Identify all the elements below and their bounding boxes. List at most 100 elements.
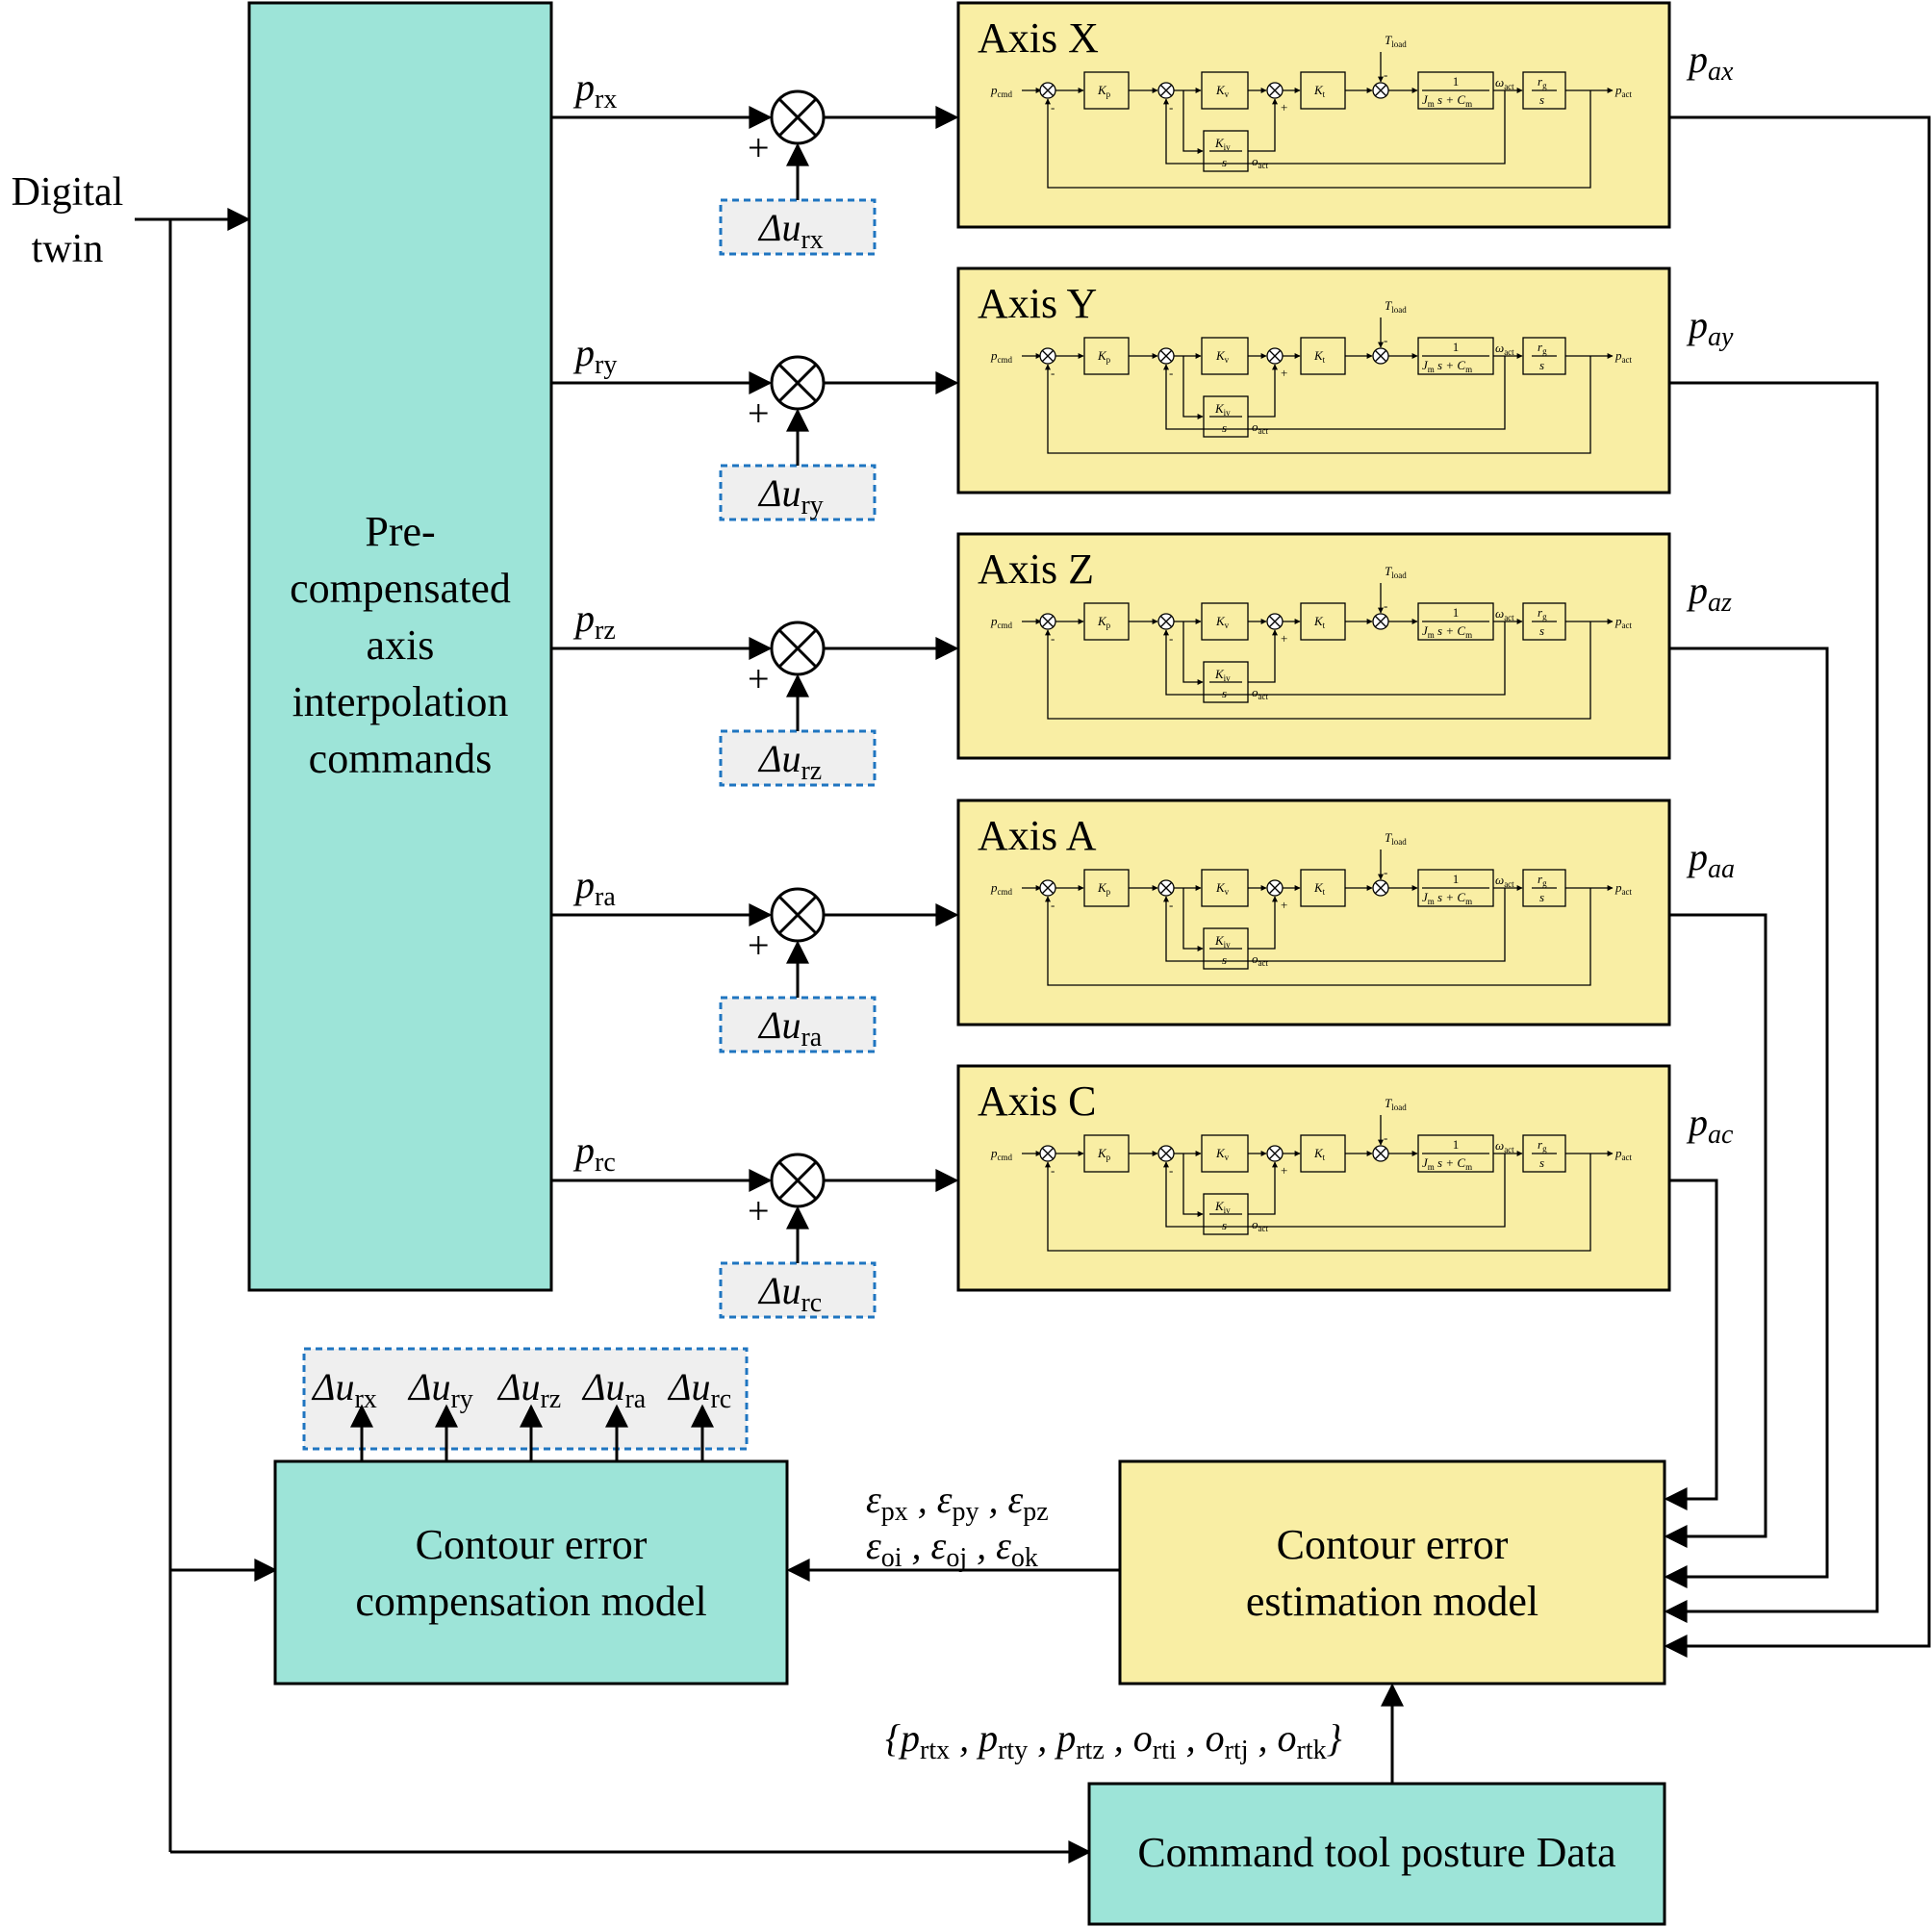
plant-denominator: Jm s + Cm <box>1422 623 1472 640</box>
compensation-input-label: Δurx <box>757 206 824 255</box>
kp-label: Kp <box>1097 1146 1111 1162</box>
kp-block <box>1083 1134 1130 1173</box>
plant-denominator: Jm s + Cm <box>1422 92 1472 109</box>
axis-output-label: paa <box>1686 835 1735 884</box>
precomp-label-line1: Pre- <box>365 508 435 555</box>
reference-signal-label: pra <box>572 863 616 912</box>
t-load-label: Tload <box>1385 33 1407 49</box>
rg-denominator: s <box>1539 358 1544 372</box>
compensation-input-label: Δury <box>757 471 824 520</box>
kt-label: Kt <box>1313 614 1326 630</box>
axis-servo-block <box>956 1 1671 229</box>
digital-twin-distribution-wires <box>135 208 1092 1864</box>
servo-sign: - <box>1051 100 1055 114</box>
rg-denominator: s <box>1539 890 1544 904</box>
servo-sign: - <box>1051 631 1055 646</box>
kiv-denominator: s <box>1222 155 1227 169</box>
axis-title: Axis Z <box>978 545 1094 593</box>
compensation-input-box <box>719 1261 877 1319</box>
contour-error-compensation-block: Contour error compensation model <box>273 1459 789 1686</box>
error-signals-label: εpx , εpy , εpz εoi , εoj , εok <box>866 1478 1049 1573</box>
axis-title: Axis C <box>978 1078 1096 1125</box>
kv-block <box>1201 1134 1249 1173</box>
compensation-input-box <box>719 996 877 1053</box>
o-act-label: oact <box>1252 685 1268 701</box>
kv-block <box>1201 869 1249 907</box>
estimation-label-line1: Contour error <box>1277 1521 1509 1568</box>
digital-twin-label-line2: twin <box>32 227 104 271</box>
kp-block <box>1083 71 1130 110</box>
p-cmd-label: pcmd <box>990 880 1012 897</box>
t-load-label: Tload <box>1385 830 1407 847</box>
rg-label: rg <box>1538 1137 1547 1154</box>
servo-sign: + <box>1281 898 1287 912</box>
p-act-label: pact <box>1614 83 1632 99</box>
kt-block <box>1300 337 1346 375</box>
rg-denominator: s <box>1539 92 1544 107</box>
servo-sign: + <box>1281 1163 1287 1178</box>
servo-sign: - <box>1384 333 1387 347</box>
kv-block <box>1201 71 1249 110</box>
rg-label: rg <box>1538 872 1547 888</box>
rg-label: rg <box>1538 340 1547 356</box>
omega-act-label: ωact <box>1495 75 1514 91</box>
o-act-label: oact <box>1252 951 1268 968</box>
plus-sign: + <box>748 1189 770 1232</box>
reference-signal-label: pry <box>572 331 617 380</box>
reference-signal-label: prc <box>572 1128 616 1178</box>
plant-numerator: 1 <box>1453 74 1460 89</box>
p-act-label: pact <box>1614 1146 1632 1162</box>
omega-act-label: ωact <box>1495 606 1514 622</box>
servo-sign: - <box>1169 1163 1173 1178</box>
rg-label: rg <box>1538 605 1547 621</box>
rg-denominator: s <box>1539 1155 1544 1170</box>
plus-sign: + <box>748 126 770 169</box>
plant-numerator: 1 <box>1453 872 1460 886</box>
reference-signal-label: prx <box>572 65 617 114</box>
precompensated-commands-block: Pre- compensated axis interpolation comm… <box>247 1 553 1292</box>
kp-label: Kp <box>1097 614 1111 630</box>
compensation-input-label: Δura <box>757 1003 823 1052</box>
precomp-label-line2: compensated <box>290 565 511 612</box>
axis-servo-block <box>956 1064 1671 1292</box>
compensation-input-label: Δurz <box>757 737 822 786</box>
axis-output-label: pay <box>1686 303 1734 352</box>
kiv-denominator: s <box>1222 420 1227 435</box>
precomp-label-line5: commands <box>309 735 493 782</box>
servo-sign: - <box>1384 865 1387 879</box>
kt-block <box>1300 71 1346 110</box>
o-act-label: oact <box>1252 419 1268 436</box>
kv-label: Kv <box>1215 348 1230 365</box>
precomp-label-line4: interpolation <box>292 678 509 725</box>
t-load-label: Tload <box>1385 1096 1407 1112</box>
plant-denominator: Jm s + Cm <box>1422 1155 1472 1172</box>
axis-servo-block <box>956 532 1671 760</box>
kiv-label: Kiv <box>1214 667 1231 683</box>
servo-sign: + <box>1281 100 1287 114</box>
compensation-output-label: Δurz <box>496 1365 561 1414</box>
compensation-output-label: Δura <box>581 1365 647 1414</box>
servo-sign: - <box>1051 898 1055 912</box>
plant-denominator: Jm s + Cm <box>1422 358 1472 374</box>
plus-sign: + <box>748 924 770 967</box>
kp-label: Kp <box>1097 880 1111 897</box>
servo-sign: + <box>1281 366 1287 380</box>
kt-label: Kt <box>1313 880 1326 897</box>
precomp-label-line3: axis <box>367 621 435 669</box>
svg-text:{prtx , prty , prtz , orti , o: {prtx , prty , prtz , orti , ortj , ortk… <box>885 1716 1342 1765</box>
servo-sign: - <box>1051 1163 1055 1178</box>
kp-block <box>1083 602 1130 641</box>
kiv-denominator: s <box>1222 686 1227 700</box>
plant-numerator: 1 <box>1453 340 1460 354</box>
o-act-label: oact <box>1252 1217 1268 1233</box>
omega-act-label: ωact <box>1495 1138 1514 1154</box>
rg-denominator: s <box>1539 623 1544 638</box>
contour-error-estimation-block: Contour error estimation model <box>1118 1459 1666 1686</box>
